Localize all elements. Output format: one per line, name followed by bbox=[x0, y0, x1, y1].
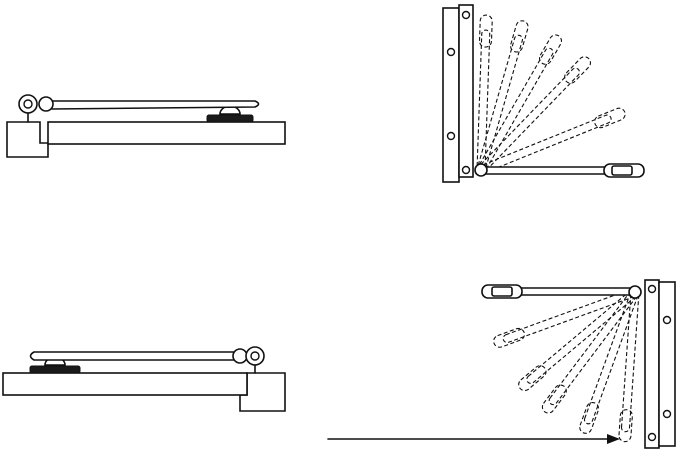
closer-arm bbox=[29, 351, 242, 361]
door-panel bbox=[47, 121, 286, 145]
top-view-top-right bbox=[442, 4, 645, 183]
arm-shoe-plate bbox=[611, 165, 633, 176]
top-view-bottom-right bbox=[481, 279, 676, 449]
closer-arm bbox=[48, 100, 260, 110]
pivot-joint bbox=[38, 96, 54, 112]
pivot-hole bbox=[23, 99, 33, 109]
pivot-joint bbox=[474, 163, 488, 177]
pivot-hole bbox=[250, 351, 260, 361]
side-view-top-left bbox=[6, 94, 286, 158]
screw-hole bbox=[461, 165, 471, 175]
arrow-head bbox=[607, 434, 620, 444]
arm-shoe bbox=[206, 114, 254, 123]
pivot-joint bbox=[232, 348, 248, 364]
screw-hole bbox=[662, 315, 672, 325]
closer-body bbox=[644, 279, 660, 449]
closer-body bbox=[458, 4, 474, 178]
screw-hole bbox=[446, 131, 456, 141]
closer-body bbox=[6, 121, 49, 158]
door-frame bbox=[658, 281, 676, 447]
direction-arrow bbox=[327, 434, 620, 444]
screw-hole bbox=[647, 432, 657, 442]
arm-shoe bbox=[29, 365, 81, 374]
arm-swing-positions bbox=[476, 14, 626, 174]
screw-hole bbox=[446, 47, 456, 57]
closer-arm bbox=[480, 166, 622, 175]
door-panel bbox=[2, 372, 248, 396]
side-view-bottom-left bbox=[2, 346, 286, 412]
pivot-joint bbox=[628, 285, 642, 299]
arm-swing-positions bbox=[493, 288, 640, 443]
screw-hole bbox=[461, 10, 471, 20]
screw-hole bbox=[662, 409, 672, 419]
screw-hole bbox=[647, 284, 657, 294]
arm-shoe-plate bbox=[491, 286, 513, 297]
door-frame bbox=[442, 7, 460, 183]
